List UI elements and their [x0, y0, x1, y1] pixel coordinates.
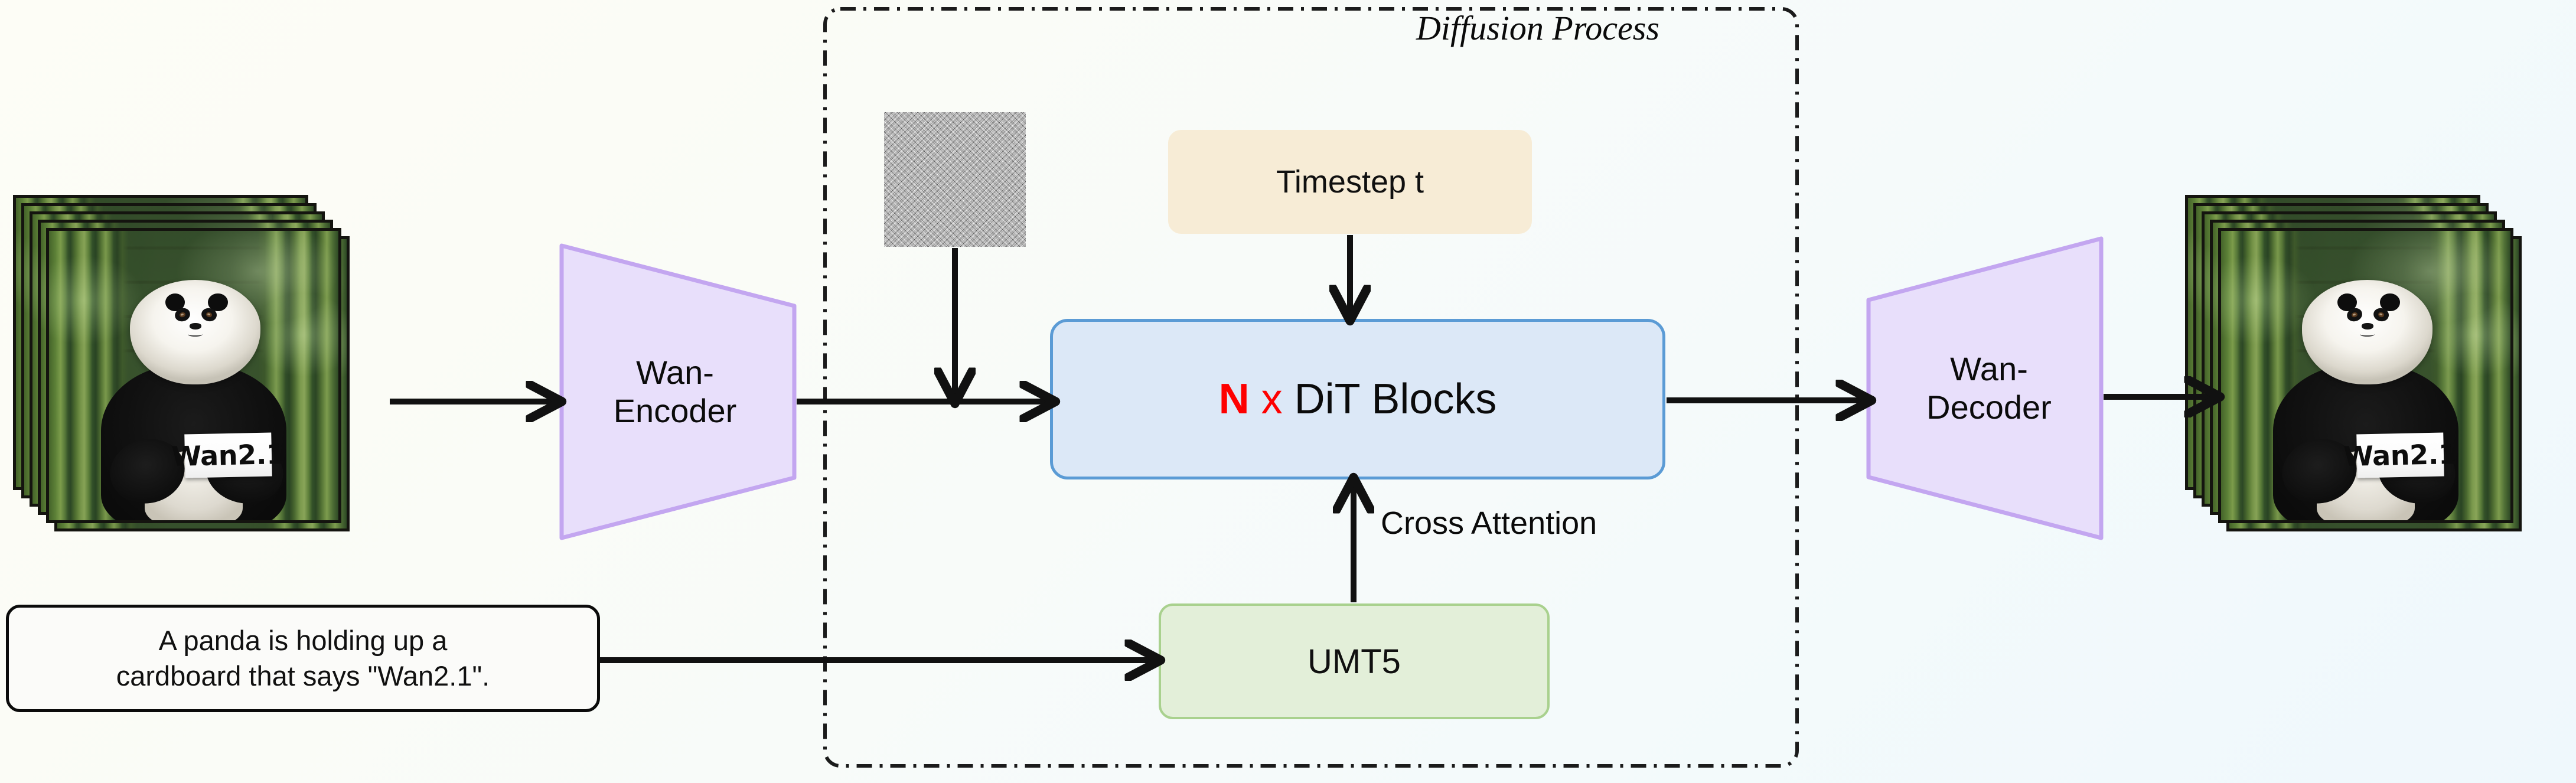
cross-attention-label: Cross Attention: [1381, 505, 1597, 541]
dit-multiplier-symbol: x: [1261, 376, 1283, 423]
umt5-label: UMT5: [1307, 642, 1401, 681]
dit-repeat-count: N: [1218, 376, 1250, 423]
panda-nose: [2361, 323, 2374, 330]
panda-pupil-right: [2378, 312, 2385, 318]
cardboard-sign: Wan2.1: [2343, 432, 2458, 478]
panda-pupil-left: [179, 312, 187, 318]
panda-illustration: Wan2.1: [49, 231, 338, 520]
panda-pupil-right: [206, 312, 213, 318]
timestep-box[interactable]: Timestep t: [1168, 130, 1532, 234]
panda-mouth: [2360, 332, 2375, 337]
timestep-label: Timestep t: [1276, 164, 1424, 200]
wan-encoder-block[interactable]: Wan- Encoder: [559, 243, 797, 540]
cardboard-sign-text: Wan2.1: [171, 438, 286, 472]
input-video-frame-stack: Wan2.1: [13, 195, 367, 561]
dit-blocks-label: DiT Blocks: [1294, 376, 1497, 423]
panda-mouth: [188, 332, 203, 337]
dit-blocks-box[interactable]: N x DiT Blocks: [1050, 319, 1665, 479]
dit-blocks-label-wrap: N x DiT Blocks: [1219, 378, 1497, 420]
wan-decoder-block[interactable]: Wan- Decoder: [1866, 236, 2104, 540]
umt5-text-encoder-box[interactable]: UMT5: [1159, 603, 1550, 719]
output-video-frame-stack: Wan2.1: [2185, 195, 2539, 561]
panda-head: [2302, 280, 2432, 384]
prompt-textbox[interactable]: A panda is holding up a cardboard that s…: [6, 605, 600, 712]
panda-pupil-left: [2351, 312, 2359, 318]
prompt-line-1: A panda is holding up a: [158, 624, 448, 656]
cardboard-sign-text: Wan2.1: [2343, 438, 2458, 472]
video-frame-front: Wan2.1: [46, 228, 341, 523]
decoder-trapezoid-shape: [1866, 236, 2104, 540]
panda-illustration: Wan2.1: [2221, 231, 2510, 520]
panda-nose: [189, 323, 202, 330]
video-frame-front: Wan2.1: [2218, 228, 2513, 523]
diffusion-process-label: Diffusion Process: [1416, 9, 1659, 47]
prompt-line-2: cardboard that says "Wan2.1".: [116, 660, 490, 691]
gaussian-noise-patch: [884, 112, 1026, 247]
cardboard-sign: Wan2.1: [171, 432, 286, 478]
encoder-trapezoid-shape: [559, 243, 797, 540]
panda-head: [130, 280, 260, 384]
